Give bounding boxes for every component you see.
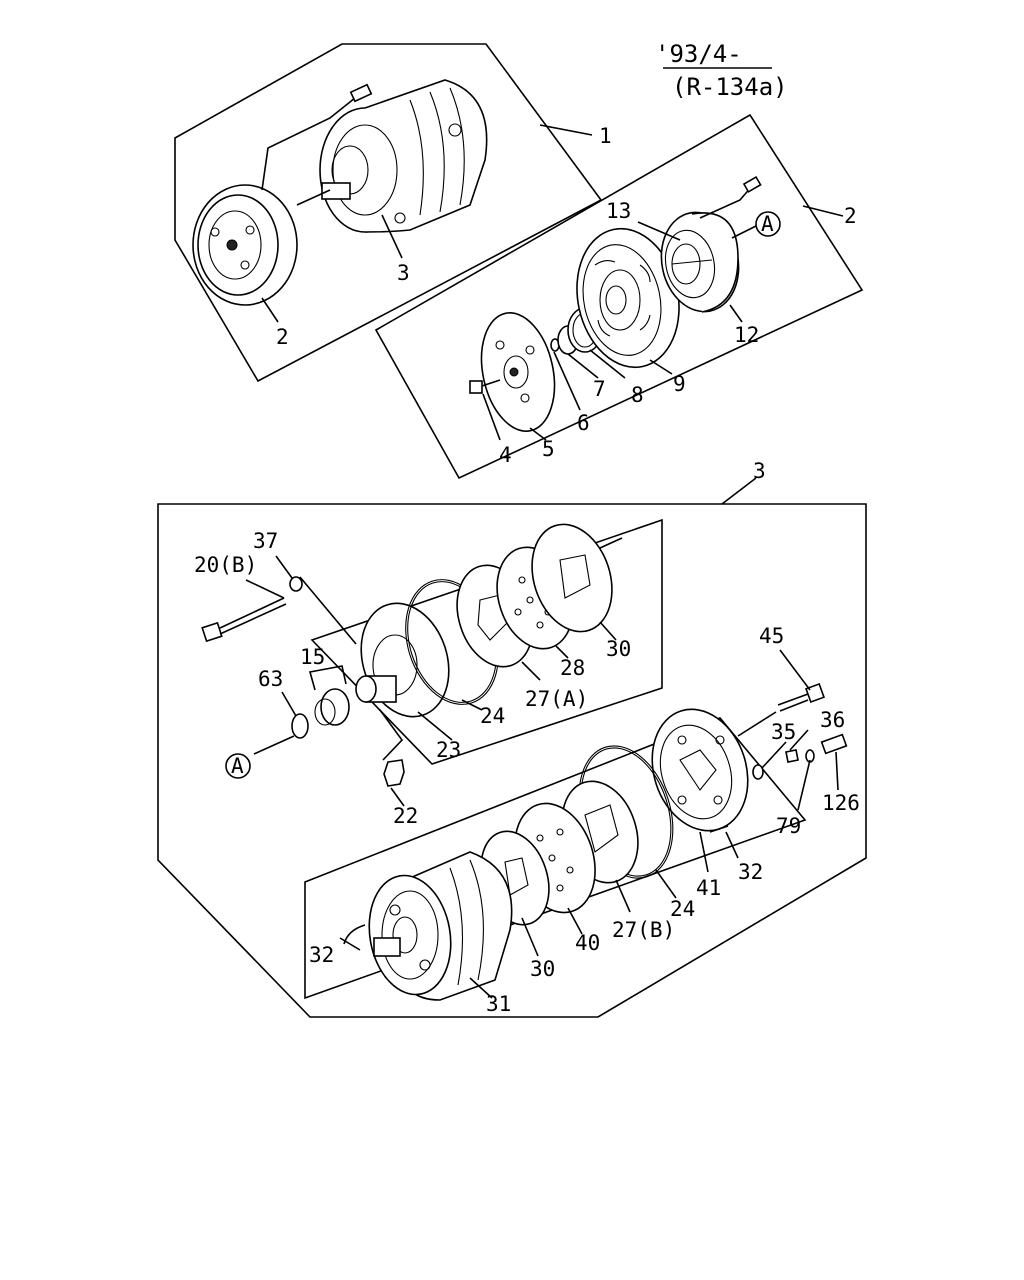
label-79: 79 — [776, 814, 801, 838]
label-126: 126 — [822, 791, 860, 815]
field-coil — [660, 211, 740, 313]
label-63: 63 — [258, 667, 283, 691]
label-9: 9 — [673, 372, 686, 396]
clutch-pulley-assembly — [192, 184, 298, 306]
assembly-3-group — [157, 477, 867, 1018]
label-2-right: 2 — [844, 204, 857, 228]
label-7: 7 — [593, 377, 606, 401]
ref-marker-a-top — [755, 211, 781, 237]
label-28: 28 — [560, 656, 585, 680]
label-3-bottom: 3 — [753, 459, 766, 483]
assembly-1-group — [174, 43, 603, 383]
date-range-label: '93/4- — [655, 40, 742, 68]
label-24-upper: 24 — [480, 704, 505, 728]
refrigerant-label: (R-134a) — [672, 73, 788, 101]
label-1: 1 — [599, 124, 612, 148]
label-30-upper: 30 — [606, 637, 631, 661]
ref-a-bottom-label: A — [231, 754, 244, 778]
label-45: 45 — [759, 624, 784, 648]
label-12: 12 — [734, 323, 759, 347]
rear-head-subframe — [304, 717, 807, 1000]
label-6: 6 — [577, 411, 590, 435]
label-8: 8 — [631, 383, 644, 407]
label-4: 4 — [499, 443, 512, 467]
armature-plate — [480, 312, 556, 432]
label-22: 22 — [393, 804, 418, 828]
pulley-rotor — [576, 227, 680, 369]
ref-marker-a-bottom — [225, 753, 251, 779]
through-bolt — [201, 597, 287, 643]
label-5: 5 — [542, 437, 555, 461]
label-20b: 20(B) — [194, 553, 257, 577]
label-41: 41 — [696, 876, 721, 900]
assembly-3-frame — [157, 503, 867, 1018]
label-35: 35 — [771, 720, 796, 744]
label-32-right: 32 — [738, 860, 763, 884]
label-31: 31 — [486, 992, 511, 1016]
cylinder-block — [368, 851, 513, 1001]
label-23: 23 — [436, 738, 461, 762]
label-27b: 27(B) — [612, 918, 675, 942]
label-13: 13 — [606, 199, 631, 223]
label-15: 15 — [300, 645, 325, 669]
label-24-lower: 24 — [670, 897, 695, 921]
label-30-lower: 30 — [530, 957, 555, 981]
compressor-body — [319, 79, 488, 233]
label-27a: 27(A) — [525, 687, 588, 711]
label-40: 40 — [575, 931, 600, 955]
label-2-left: 2 — [276, 325, 289, 349]
label-36: 36 — [820, 708, 845, 732]
header: '93/4- (R-134a) — [655, 40, 788, 101]
label-32-left: 32 — [309, 943, 334, 967]
assembly-2-frame — [374, 113, 864, 480]
assembly-2-group — [374, 113, 864, 480]
front-head — [355, 602, 450, 718]
label-3-top: 3 — [397, 261, 410, 285]
label-37: 37 — [253, 529, 278, 553]
ref-a-top-label: A — [761, 212, 774, 236]
rear-head — [651, 708, 749, 832]
